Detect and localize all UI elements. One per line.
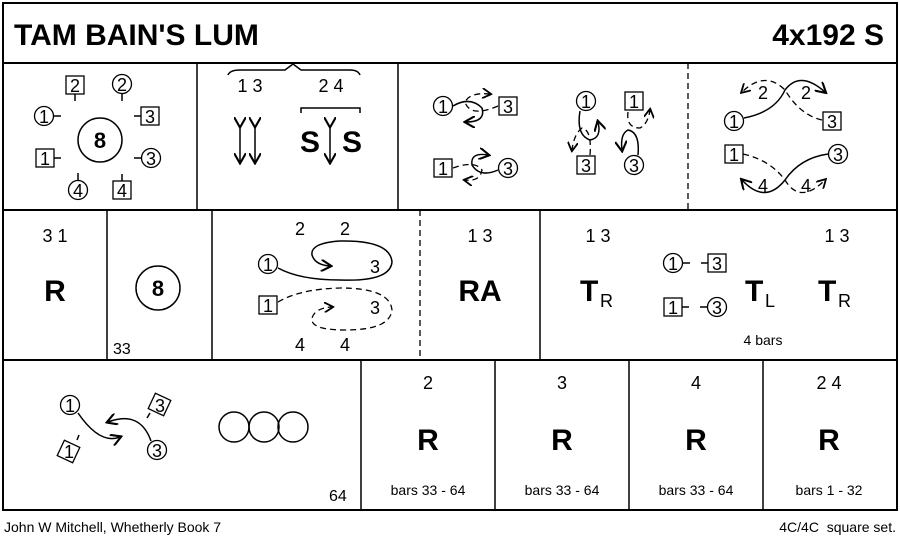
bar-number: 4 — [295, 335, 305, 355]
couples-label: 2 4 — [816, 373, 841, 393]
dancer-label: 1 — [64, 442, 74, 462]
set-info: 4x192 S — [772, 19, 884, 52]
dancer-label: 3 — [581, 156, 591, 176]
dancer-label: 1 — [729, 145, 739, 165]
dancer-label: 2 — [117, 75, 127, 95]
dancer-label: 3 — [370, 298, 380, 318]
circle-center-label: 8 — [152, 276, 164, 301]
dancer-label: 3 — [503, 97, 513, 117]
setting-step-label: S — [300, 126, 320, 159]
couples-label: 1 3 — [467, 226, 492, 246]
loops-figure: 2 2 1 3 1 3 4 4 — [257, 219, 393, 355]
dancer-label: 3 — [146, 149, 156, 169]
dancer-label: 3 — [712, 298, 722, 318]
dancer-label: 1 — [729, 112, 739, 132]
bars-note: 4 bars — [744, 332, 783, 348]
dancer-label: 3 — [155, 396, 165, 416]
reel-label: R — [818, 424, 840, 457]
bars-range: bars 1 - 32 — [796, 482, 863, 498]
dancer-label: 4 — [117, 181, 127, 201]
circle-icon — [277, 411, 309, 443]
dancer-label: 1 — [629, 92, 639, 112]
dancer-label: 1 — [263, 255, 273, 275]
dancer-label: 1 — [40, 149, 50, 169]
author-credit: John W Mitchell, Whetherly Book 7 — [4, 519, 221, 535]
set-figure: 1 3 2 4 S S — [227, 63, 362, 162]
couples-label: 4 — [691, 373, 701, 393]
setting-step-label: S — [342, 126, 362, 159]
bar-number: 2 — [340, 219, 350, 239]
bar-number: 4 — [758, 176, 768, 196]
dancer-label: 2 — [70, 76, 80, 96]
dancer-label: 1 — [438, 159, 448, 179]
dancer-label: 3 — [833, 145, 843, 165]
bars-range: bars 33 - 64 — [391, 482, 466, 498]
reel-label: R — [417, 424, 439, 457]
dancer-label: 4 — [73, 181, 83, 201]
dancer-label: 3 — [370, 257, 380, 277]
dancer-label: 3 — [152, 441, 162, 461]
bar-number: 64 — [329, 488, 347, 505]
dancer-label: 3 — [712, 254, 722, 274]
bar-number: 2 — [758, 83, 768, 103]
reel-cell: 2 4 R bars 1 - 32 — [796, 373, 863, 498]
couples-label: 1 3 — [237, 76, 262, 96]
couples-label: 2 4 — [318, 76, 343, 96]
circle-figure — [135, 265, 181, 311]
bars-range: bars 33 - 64 — [659, 482, 734, 498]
dancer-label: 1 — [263, 296, 273, 316]
grid-lines — [2, 2, 898, 511]
couples-label: 3 1 — [42, 226, 67, 246]
turn-figure: 1 3 1 3 1 3 1 3 — [432, 92, 651, 181]
bar-number: 2 — [295, 219, 305, 239]
reel-label: R — [551, 424, 573, 457]
bars-range: bars 33 - 64 — [525, 482, 600, 498]
turning-figure: 1 3 1 3 T R 1 3 1 3 T L T R 4 bars — [580, 226, 851, 348]
dancer-label: 1 — [39, 107, 49, 127]
dancer-label: 3 — [145, 107, 155, 127]
turn-label: T — [818, 275, 836, 308]
dancer-label: 3 — [503, 159, 513, 179]
set-type: 4C/4C square set. — [779, 519, 896, 535]
turn-hand-label: R — [600, 291, 613, 311]
dancer-label: 1 — [581, 92, 591, 112]
dancer-label: 1 — [65, 396, 75, 416]
couples-label: 3 — [557, 373, 567, 393]
reel-cell: 2 R bars 33 - 64 — [391, 373, 466, 498]
bar-number: 4 — [801, 176, 811, 196]
dance-title: TAM BAIN'S LUM — [14, 19, 259, 52]
bar-number: 4 — [340, 335, 350, 355]
circle-center-label: 8 — [94, 128, 106, 153]
dancer-label: 3 — [827, 112, 837, 132]
reel-label: R — [685, 424, 707, 457]
bar-number: 33 — [113, 341, 131, 358]
turn-label: T — [745, 275, 763, 308]
dancer-label: 1 — [668, 298, 678, 318]
promenade-figure: 1 3 1 3 64 — [56, 392, 347, 505]
circle-icon — [218, 411, 250, 443]
bar-number: 2 — [801, 83, 811, 103]
turn-hand-label: L — [765, 291, 775, 311]
dancer-label: 1 — [438, 97, 448, 117]
reel-label: R — [44, 275, 66, 308]
couples-label: 1 3 — [585, 226, 610, 246]
cross-figure: 2 2 4 4 1 3 1 3 — [723, 79, 849, 196]
turn-label: T — [580, 275, 598, 308]
turn-hand-label: R — [838, 291, 851, 311]
dancer-label: 3 — [629, 156, 639, 176]
right-hands-across-label: RA — [458, 275, 501, 308]
reel-cell: 3 R bars 33 - 64 — [525, 373, 600, 498]
couples-label: 1 3 — [824, 226, 849, 246]
setup-figure: 8 2 2 1 3 1 3 4 4 — [33, 73, 162, 201]
reel-cell: 4 R bars 33 - 64 — [659, 373, 734, 498]
circle-icon — [248, 411, 280, 443]
dancer-label: 1 — [668, 254, 678, 274]
couples-label: 2 — [423, 373, 433, 393]
